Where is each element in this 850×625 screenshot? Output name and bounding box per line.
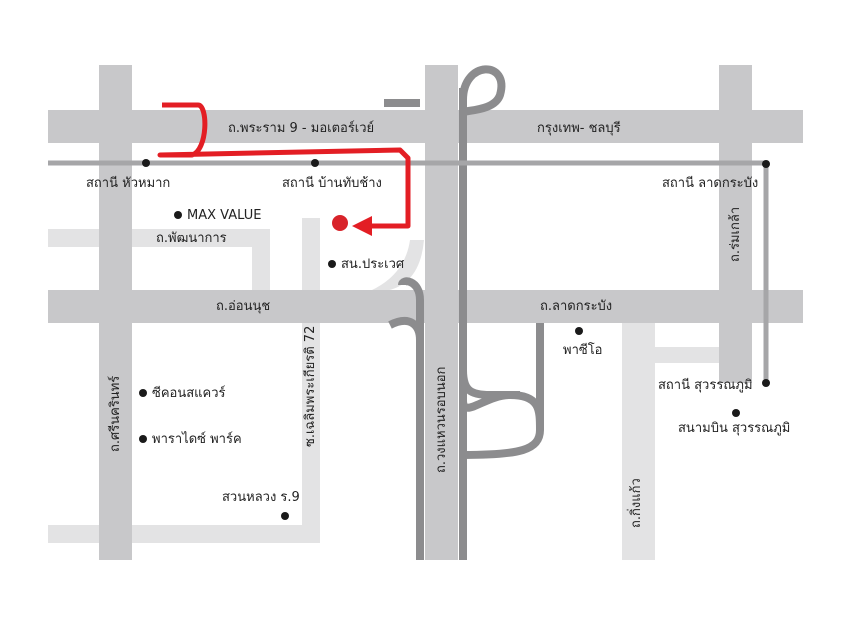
on-nut-road-label: ถ.อ่อนนุช bbox=[216, 299, 271, 314]
poi-dot-icon bbox=[174, 211, 182, 219]
suan-luang-road bbox=[48, 525, 320, 543]
rama9-road-label: ถ.พระราม 9 - มอเตอร์เวย์ bbox=[228, 121, 375, 136]
kanchanaphisek-road-label: ถ.วงแหวนรอบนอก bbox=[434, 366, 449, 473]
station-dot-icon bbox=[762, 160, 770, 168]
poi-dots bbox=[139, 211, 740, 520]
destination-marker-icon bbox=[332, 215, 348, 231]
expressway-loop-top bbox=[459, 65, 506, 116]
station-dot-icon bbox=[311, 159, 319, 167]
seacon-square-label: ซีคอนสแควร์ bbox=[152, 386, 226, 401]
on-nut-ramp bbox=[370, 240, 424, 291]
station-dot-icon bbox=[762, 379, 770, 387]
phatthanakan-branch-road bbox=[252, 229, 270, 291]
expressway-ramp-east bbox=[459, 369, 520, 399]
paradise-park-label: พาราไดซ์ พาร์ค bbox=[152, 432, 242, 447]
poi-dot-icon bbox=[328, 260, 336, 268]
poi-dot-icon bbox=[281, 512, 289, 520]
expressway-loop-bottom bbox=[459, 390, 545, 459]
station-lat-krabang-label: สถานี ลาดกระบัง bbox=[662, 176, 759, 191]
route-arrowhead-icon bbox=[352, 216, 372, 236]
route-line bbox=[157, 102, 411, 229]
stations bbox=[142, 159, 770, 387]
max-value-label: MAX VALUE bbox=[187, 208, 262, 223]
bangkok-chonburi-label: กรุงเทพ- ชลบุรี bbox=[537, 121, 621, 136]
srinakarin-road-label: ถ.ศรีนครินทร์ bbox=[108, 375, 123, 452]
suvarnabhumi-airport-label: สนามบิน สุวรรณภูมิ bbox=[678, 421, 791, 436]
major-roads bbox=[48, 65, 803, 560]
chaloem-phrakiat-road-label: ซ.เฉลิมพระเกียรติ 72 bbox=[303, 325, 318, 447]
king-kaeo-road-label: ถ.กิ่งแก้ว bbox=[629, 478, 644, 528]
poi-dot-icon bbox=[139, 435, 147, 443]
kanchanaphisek-road bbox=[425, 65, 458, 560]
paseo-label: พาซีโอ bbox=[563, 343, 603, 358]
route-path bbox=[157, 102, 411, 229]
suan-luang-label: สวนหลวง ร.9 bbox=[222, 490, 300, 505]
station-hua-mak-label: สถานี หัวหมาก bbox=[86, 176, 171, 191]
poi-dot-icon bbox=[575, 327, 583, 335]
poi-dot-icon bbox=[139, 389, 147, 397]
expressway-ramp-on-nut-sw bbox=[388, 317, 424, 341]
king-kaeo-road bbox=[622, 323, 655, 560]
station-suvarnabhumi-label: สถานี สุวรรณภูมิ bbox=[658, 378, 753, 393]
poi-dot-icon bbox=[732, 409, 740, 417]
lat-krabang-road-label: ถ.ลาดกระบัง bbox=[540, 299, 613, 314]
station-dot-icon bbox=[142, 159, 150, 167]
sor-nor-prawet-label: สน.ประเวศ bbox=[341, 257, 405, 272]
phatthanakan-road-label: ถ.พัฒนาการ bbox=[156, 231, 227, 246]
station-ban-thap-chang-label: สถานี บ้านทับช้าง bbox=[282, 176, 382, 191]
expressway-lines bbox=[384, 65, 545, 560]
romklao-road-label: ถ.ร่มเกล้า bbox=[728, 206, 743, 262]
expressway-ramp-on-nut-west bbox=[398, 277, 424, 330]
suvarnabhumi-link-road bbox=[655, 347, 720, 363]
